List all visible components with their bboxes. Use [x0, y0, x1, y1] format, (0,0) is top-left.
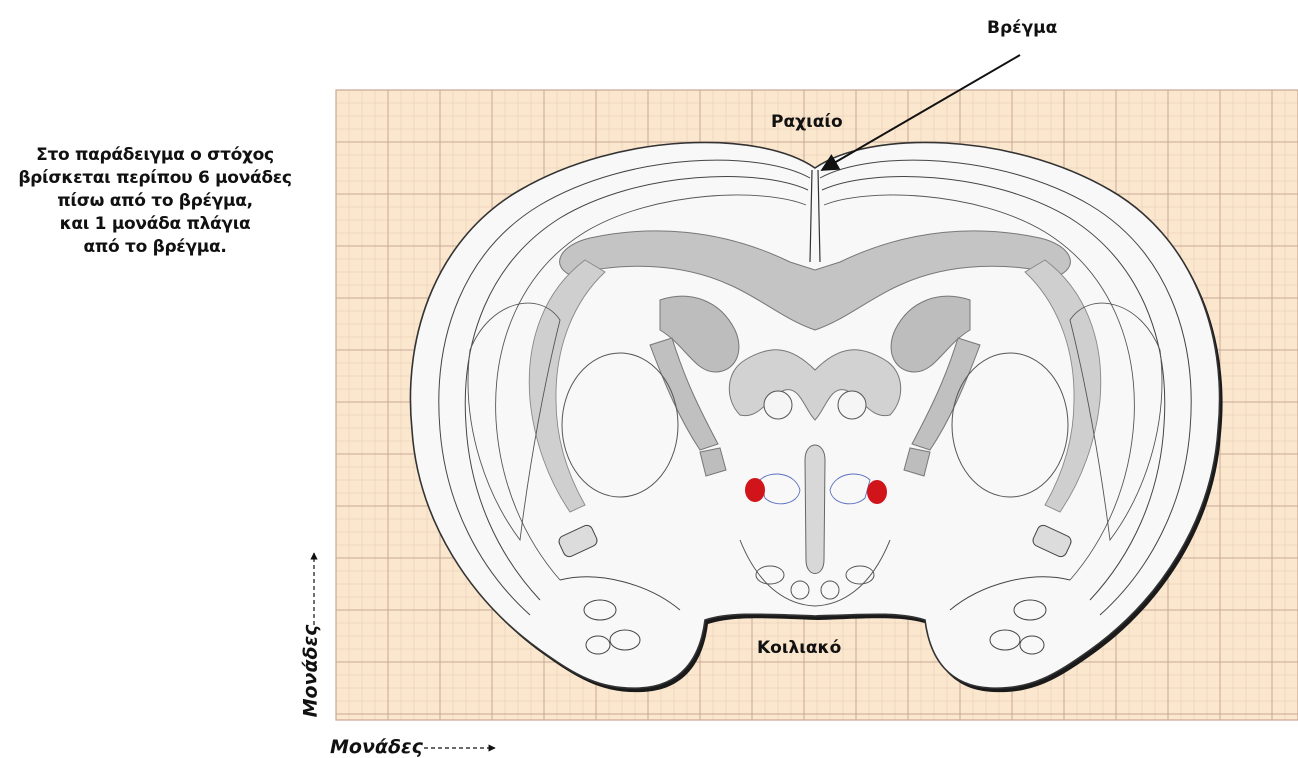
brain-section [410, 142, 1222, 692]
third-ventricle [805, 445, 825, 574]
medial-nucleus-right [838, 391, 866, 419]
x-axis-label: Μονάδες [330, 736, 423, 758]
y-axis-label: Μονάδες [299, 625, 321, 718]
dorsal-label: Ραχιαίο [771, 112, 843, 132]
target-right [867, 480, 887, 504]
ventral-label: Κοιλιακό [757, 638, 841, 658]
bregma-label: Βρέγμα [987, 18, 1057, 38]
medial-nucleus-left [764, 391, 792, 419]
target-left [745, 478, 765, 502]
